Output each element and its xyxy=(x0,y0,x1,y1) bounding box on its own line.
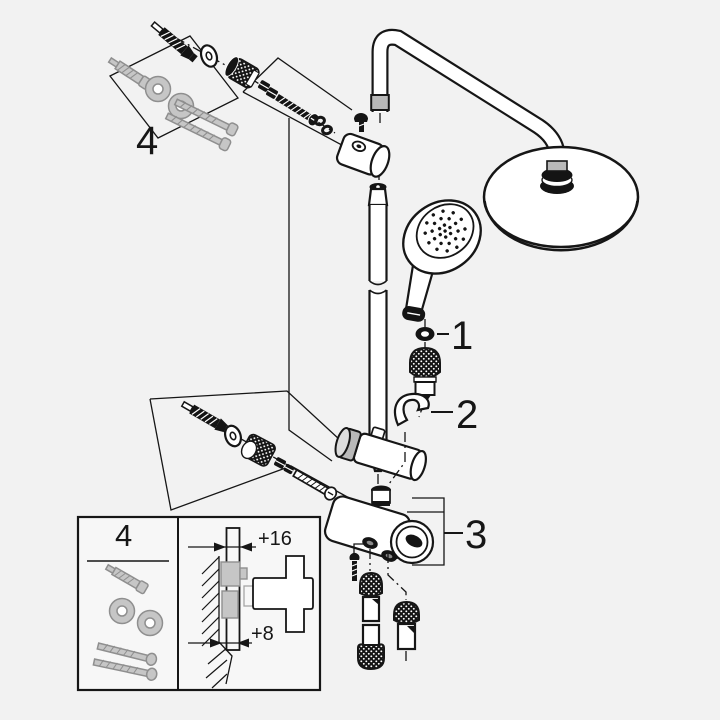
grey-spacer-disc xyxy=(144,75,172,103)
inset-kit-label: 4 xyxy=(115,518,132,553)
mounting-kit-group xyxy=(107,56,239,152)
mounting-nut xyxy=(265,87,279,99)
dimension-bottom: +8 xyxy=(188,623,274,648)
washer xyxy=(199,44,219,68)
rain-shower-head xyxy=(482,145,640,252)
retaining-ring xyxy=(321,124,333,136)
callout-1-label: 1 xyxy=(451,314,473,358)
lower-mounting-nut xyxy=(274,457,286,469)
check-valve-connector-right xyxy=(387,553,420,664)
grey-anchor-screw xyxy=(107,56,152,90)
inset-long-screw xyxy=(92,658,158,681)
outlet-port xyxy=(362,537,378,549)
inset-long-screw xyxy=(96,642,158,667)
rail-break-mark xyxy=(368,280,388,286)
diverter-valve xyxy=(323,485,445,566)
inset-mounting-detail: 4 xyxy=(76,515,322,692)
lower-fixing-screw xyxy=(292,468,338,501)
arm-collar xyxy=(370,94,390,111)
dimension-top: +16 xyxy=(188,528,292,552)
rail-break-mark xyxy=(368,289,388,295)
retaining-ring xyxy=(314,115,326,127)
grey-long-screw xyxy=(173,98,239,137)
callout-2-label: 2 xyxy=(456,393,478,437)
arm-union-nut xyxy=(546,160,568,172)
rail-cross-section xyxy=(225,527,241,651)
wall-bracket-socket xyxy=(224,56,260,89)
offset-top-label: +16 xyxy=(258,528,292,550)
inset-grey-anchor-screw xyxy=(104,563,149,595)
lower-washer xyxy=(223,424,243,448)
handle-end-cap xyxy=(402,306,426,322)
hand-shower xyxy=(402,199,482,322)
wall-anchor-screw xyxy=(150,21,198,63)
shower-holder xyxy=(334,392,430,485)
diverter-side-view xyxy=(252,555,314,633)
callout-4-label: 4 xyxy=(136,119,158,163)
grub-screw xyxy=(349,543,367,581)
lower-mounting-nut xyxy=(283,463,295,475)
offset-bottom-label: +8 xyxy=(251,623,274,645)
wall-section xyxy=(201,556,233,689)
spray-nozzles xyxy=(423,209,467,253)
bracket-cross-section xyxy=(220,561,263,619)
lower-bracket-socket xyxy=(240,433,276,467)
callout-3-label: 3 xyxy=(465,513,487,557)
bracket-bolt xyxy=(354,113,368,132)
mounting-nut xyxy=(257,80,271,92)
inset-spacer-disc xyxy=(136,609,164,637)
outlet-port xyxy=(381,550,397,562)
rail-top-bracket xyxy=(335,132,391,178)
lower-wall-anchor-screw xyxy=(180,400,232,435)
check-valve-connector-left xyxy=(357,549,385,671)
inset-spacer-disc xyxy=(108,597,136,625)
grey-long-screw xyxy=(164,112,232,152)
holder-hook xyxy=(393,392,430,427)
